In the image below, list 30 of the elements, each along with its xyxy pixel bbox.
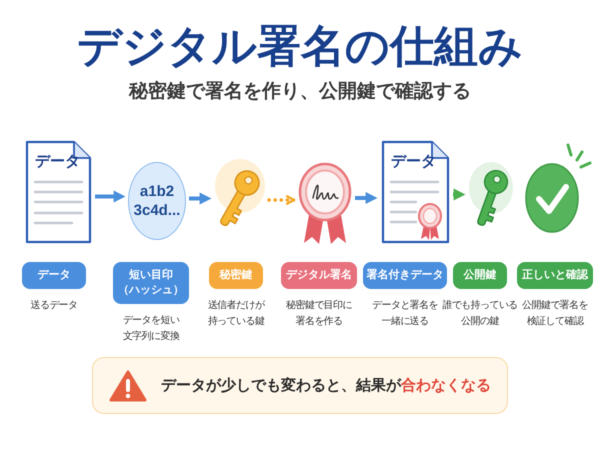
step-label: データ [22,262,86,289]
arrow [95,190,126,202]
arrow [267,195,297,205]
document-shape [24,140,92,244]
step-label: 短い目印（ハッシュ） [113,262,189,304]
arrow [453,188,466,200]
warning-banner [92,357,508,414]
arrow [189,192,212,204]
step-label: 署名付きデータ [363,262,447,289]
step-description: 誰でも持っている公開の鍵 [441,298,519,329]
step-description: 秘密鍵で目印に署名を作る [285,298,353,329]
step-label: 秘密鍵 [209,262,263,289]
document-title: データ [35,152,80,170]
step-description: 公開鍵で署名を検証して確認 [521,298,589,329]
check-circle-icon [524,142,594,235]
step-label: 正しいと確認 [517,262,593,289]
subtitle: 秘密鍵で署名を作り、公開鍵で確認する [129,80,471,103]
step-description: データを短い文字列に変換 [122,314,180,344]
document-title: データ [391,152,436,170]
step-description: データと署名を一緒に送る [371,298,439,329]
signed-document-shape [380,140,450,244]
step-description: 送信者だけが持っている鍵 [206,298,266,329]
step-label: デジタル署名 [281,262,357,289]
step-label: 公開鍵 [453,262,507,289]
signature-seal-icon [298,163,352,245]
warning-text: データが少しでも変わると、結果が合わなくなる [161,376,491,395]
hash-text: a1b2 3c4d... [132,182,182,220]
title: デジタル署名の仕組み [77,22,523,73]
arrow [355,192,378,204]
step-description: 送るデータ [29,299,78,313]
